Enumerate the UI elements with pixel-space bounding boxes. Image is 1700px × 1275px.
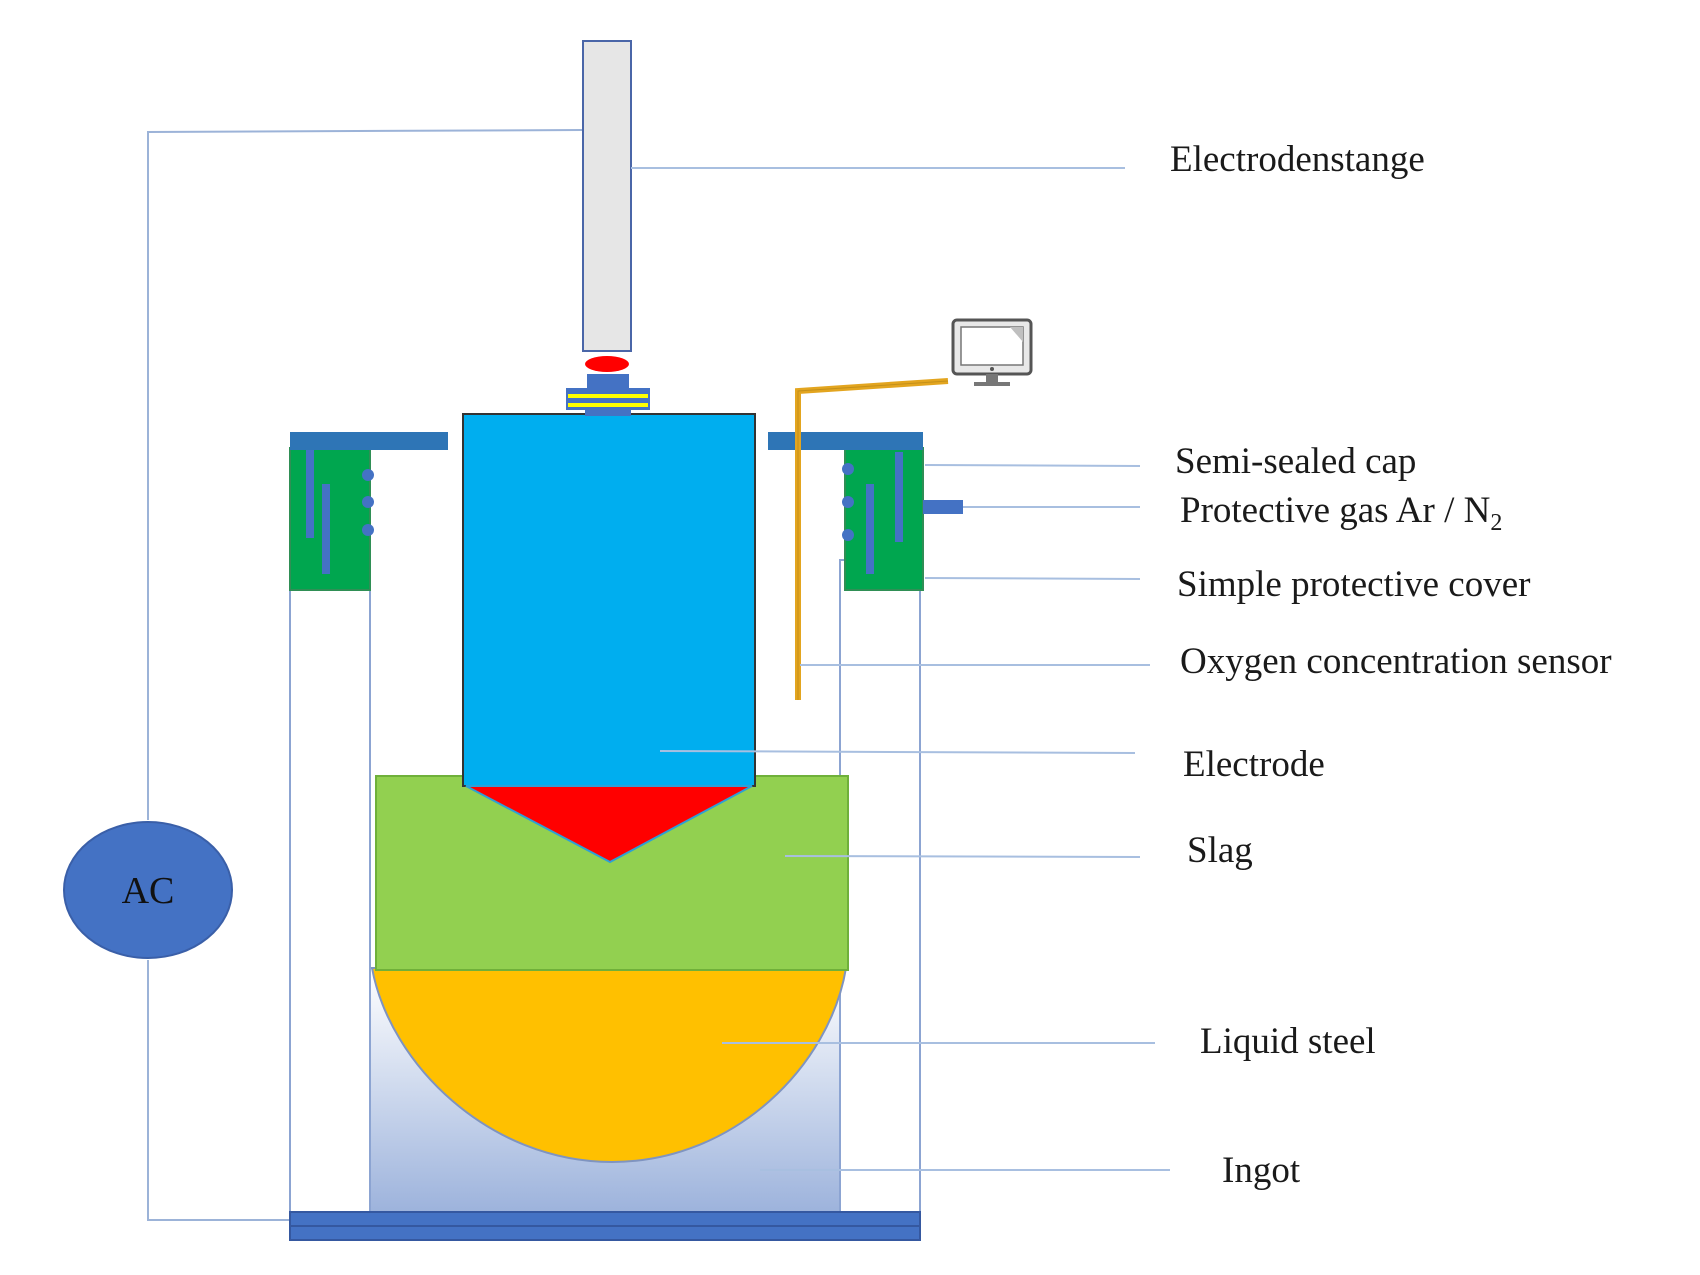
label-protective-gas: Protective gas Ar / N2 <box>1180 490 1502 536</box>
label-semi-sealed-cap: Semi-sealed cap <box>1175 441 1416 482</box>
semi-sealed-cap <box>290 432 923 450</box>
oxygen-sensor-probe <box>795 378 949 700</box>
ac-power-source: AC <box>63 821 233 959</box>
label-simple-protective-cover: Simple protective cover <box>1177 564 1530 605</box>
simple-protective-cover <box>289 447 924 591</box>
protective-gas-inlet <box>923 500 963 514</box>
ac-label: AC <box>122 870 175 912</box>
label-liquid-steel: Liquid steel <box>1200 1021 1376 1062</box>
liquid-steel-pool <box>370 967 848 1164</box>
electrode <box>462 413 756 787</box>
base-plate <box>289 1211 921 1241</box>
ac-circuit-wire <box>147 129 583 1221</box>
electrode-rod <box>582 40 632 352</box>
leader-lines <box>631 167 1170 1171</box>
label-electrode: Electrode <box>1183 744 1325 785</box>
component-labels: Electrodenstange Semi-sealed cap Protect… <box>1170 139 1612 1191</box>
label-oxygen-sensor: Oxygen concentration sensor <box>1180 641 1612 682</box>
electrode-clamp <box>566 356 650 416</box>
label-electrodenstange: Electrodenstange <box>1170 139 1425 180</box>
label-slag: Slag <box>1187 830 1253 871</box>
label-ingot: Ingot <box>1222 1150 1301 1191</box>
label-protective-gas-subscript: 2 <box>1490 510 1502 536</box>
label-protective-gas-main: Protective gas Ar / N <box>1180 490 1490 531</box>
computer-monitor-icon <box>951 318 1033 386</box>
electrode-melt-tip <box>465 785 753 864</box>
